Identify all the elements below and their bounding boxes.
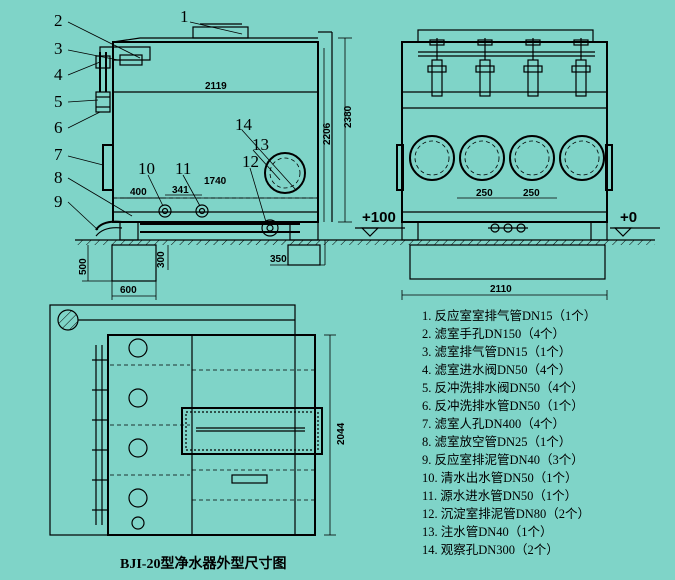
clear-water-outlet <box>158 204 172 218</box>
part-label-1: 1 <box>180 7 189 26</box>
side-elevation <box>396 29 660 300</box>
foundation-right <box>287 244 321 266</box>
legend-item-10: 10. 清水出水管DN50（1个） <box>422 470 578 485</box>
legend-item-1: 1. 反应室室排气管DN15（1个） <box>422 308 596 323</box>
manholes-side <box>409 135 605 181</box>
part-label-13: 13 <box>252 135 269 154</box>
legend-item-11: 11. 源水进水管DN50（1个） <box>422 488 577 503</box>
plan-observation-frame <box>181 407 323 455</box>
part-label-14: 14 <box>235 115 253 134</box>
dim-2206: 2206 <box>322 122 333 145</box>
plan-outline <box>49 304 296 536</box>
tank-roof <box>112 37 318 43</box>
part-label-6: 6 <box>54 118 63 137</box>
dim-350: 350 <box>270 254 287 265</box>
legend-item-9: 9. 反应室排泥管DN40（3个） <box>422 452 584 467</box>
part-label-5: 5 <box>54 92 63 111</box>
dimension-labels: 2119 2206 2380 400 341 1740 500 300 600 … <box>78 81 396 296</box>
part-labels: 1 2 3 4 5 6 7 8 9 10 11 12 13 14 <box>54 7 269 211</box>
dim-341: 341 <box>172 185 189 196</box>
front-elevation <box>67 21 405 300</box>
part-label-7: 7 <box>54 145 63 164</box>
dim-2110: 2110 <box>490 284 512 295</box>
raw-water-inlet <box>195 204 209 218</box>
legend-item-2: 2. 滤室手孔DN150（4个） <box>422 326 565 341</box>
part-label-9: 9 <box>54 192 63 211</box>
side-dimension-labels: 250 250 2110 +0 <box>476 188 637 295</box>
part-label-12: 12 <box>242 152 259 171</box>
dim-500: 500 <box>78 258 89 275</box>
observation-port-front <box>264 152 306 194</box>
part-label-10: 10 <box>138 159 155 178</box>
part-label-2: 2 <box>54 11 63 30</box>
legend-item-4: 4. 滤室进水阀DN50（4个） <box>422 362 571 377</box>
legend-item-3: 3. 滤室排气管DN15（1个） <box>422 344 571 359</box>
legend-item-13: 13. 注水管DN40（1个） <box>422 524 553 539</box>
sludge-pipe-valve <box>261 219 279 237</box>
foundation-side <box>409 244 606 280</box>
dim-2044: 2044 <box>336 422 347 445</box>
legend-item-6: 6. 反冲洗排水管DN50（1个） <box>422 398 584 413</box>
part-label-3: 3 <box>54 39 63 58</box>
dim-1740: 1740 <box>204 176 227 187</box>
roof-hatch <box>192 26 249 39</box>
dim-600: 600 <box>120 285 137 296</box>
legend-item-7: 7. 滤室人孔DN400（4个） <box>422 416 565 431</box>
parts-legend: 1. 反应室室排气管DN15（1个） 2. 滤室手孔DN150（4个） 3. 滤… <box>422 308 596 557</box>
dim-2380: 2380 <box>343 105 354 128</box>
level-plus100: +100 <box>362 209 396 226</box>
manhole-flange <box>102 144 114 191</box>
plan-view <box>49 304 336 536</box>
part-label-11: 11 <box>175 159 191 178</box>
dim-300: 300 <box>156 251 167 268</box>
dim-400: 400 <box>130 187 147 198</box>
dim-2119: 2119 <box>205 81 227 92</box>
backwash-valve <box>95 91 111 113</box>
dim-250-left: 250 <box>476 188 493 199</box>
level-plus0: +0 <box>620 209 637 226</box>
tank-body-front <box>112 41 319 223</box>
foundation-left <box>111 244 157 282</box>
legend-item-14: 14. 观察孔DN300（2个） <box>422 543 559 557</box>
legend-item-12: 12. 沉淀室排泥管DN80（2个） <box>422 506 590 521</box>
drawing-title: BJI-20型净水器外型尺寸图 <box>120 555 286 572</box>
part-label-4: 4 <box>54 65 63 84</box>
legend-item-5: 5. 反冲洗排水阀DN50（4个） <box>422 380 584 395</box>
part-label-8: 8 <box>54 168 63 187</box>
dim-250-right: 250 <box>523 188 540 199</box>
legend-item-8: 8. 滤室放空管DN25（1个） <box>422 434 571 449</box>
